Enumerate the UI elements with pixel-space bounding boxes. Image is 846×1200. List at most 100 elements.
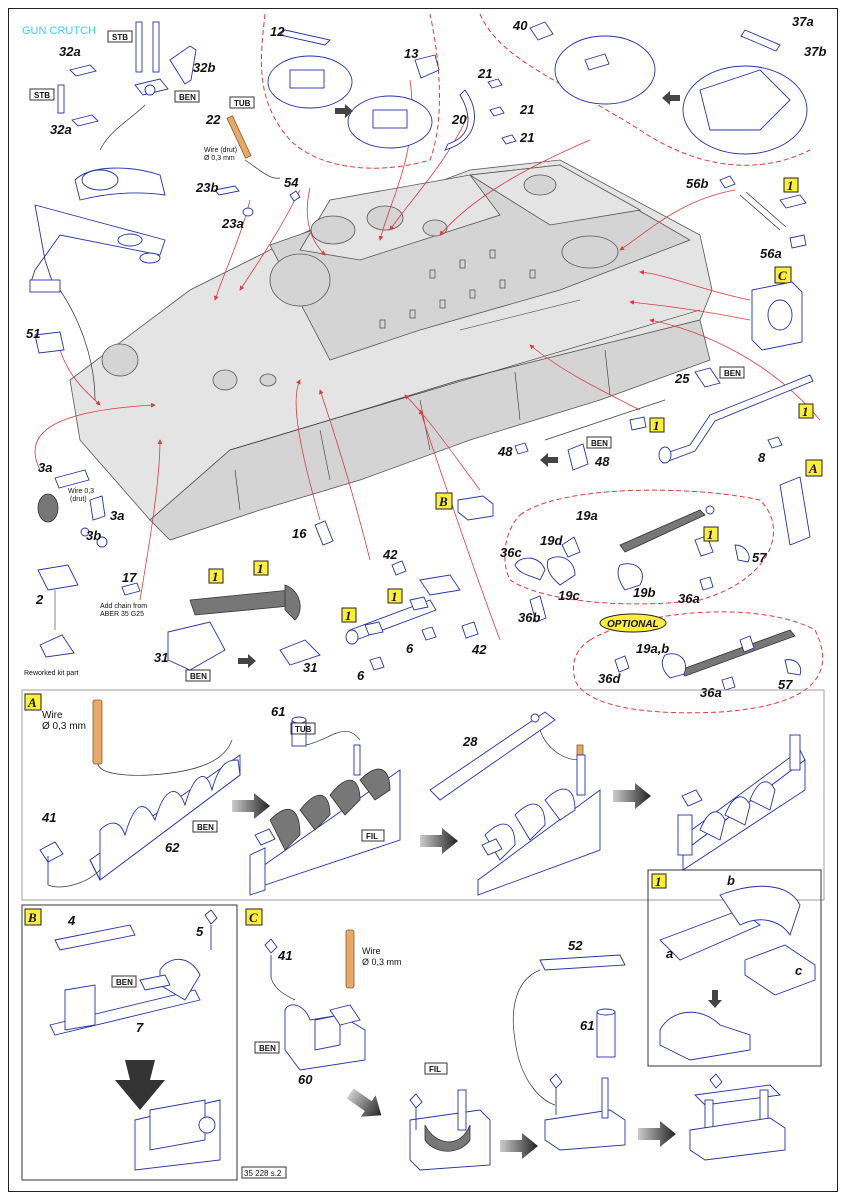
part-label: b xyxy=(727,873,735,888)
part-label: 61 xyxy=(580,1018,594,1033)
section-a-frame xyxy=(21,689,825,901)
ben-tag: BEN xyxy=(254,1041,280,1054)
step-marker-1: 1 xyxy=(798,403,814,419)
svg-text:FIL: FIL xyxy=(429,1065,441,1074)
part-label: c xyxy=(795,963,803,978)
svg-text:STB: STB xyxy=(34,91,50,100)
part-21 xyxy=(501,134,517,145)
wire-note: Ø 0,3 mm xyxy=(42,721,86,732)
chain-note: ABER 35 G25 xyxy=(100,611,144,618)
part-label: 48 xyxy=(497,444,513,459)
part-56-group xyxy=(719,175,807,249)
step-a2-drawing xyxy=(249,716,401,896)
svg-text:1: 1 xyxy=(257,561,264,576)
big-step-arrow xyxy=(346,1088,382,1117)
section-a-marker: A xyxy=(24,693,42,711)
part-20 xyxy=(444,89,475,151)
part-label: 36c xyxy=(500,545,522,560)
hull-drawing xyxy=(69,159,713,541)
ben-tag: BEN xyxy=(586,436,612,449)
part-label: 57 xyxy=(778,677,793,692)
part-21 xyxy=(489,106,505,117)
part-label: 37a xyxy=(792,14,814,29)
step-arrow xyxy=(335,104,353,118)
part-label: 21 xyxy=(519,102,534,117)
part-label: 56a xyxy=(760,246,782,261)
svg-text:C: C xyxy=(249,910,258,925)
part-51 xyxy=(34,331,65,354)
big-step-arrow xyxy=(420,828,458,854)
step-a4-drawing xyxy=(677,734,806,871)
part-label: 12 xyxy=(270,24,285,39)
part-label: 28 xyxy=(462,734,478,749)
part-label: 7 xyxy=(136,1020,144,1035)
part-25 xyxy=(694,367,721,388)
part-label: 8 xyxy=(758,450,766,465)
step-marker-1: 1 xyxy=(783,177,799,193)
wire-note: Wire xyxy=(42,710,63,721)
part-label: 31 xyxy=(154,650,168,665)
part-label: 3a xyxy=(110,508,124,523)
part-label: 23a xyxy=(221,216,244,231)
page-code: 35 228 s.2 xyxy=(244,1169,282,1178)
part-label: 51 xyxy=(26,326,40,341)
svg-text:A: A xyxy=(808,461,818,476)
part-label: 42 xyxy=(471,642,487,657)
part-label: 32a xyxy=(59,44,81,59)
part-label: 62 xyxy=(165,840,180,855)
part-label: 19b xyxy=(633,585,655,600)
svg-text:1: 1 xyxy=(345,608,352,623)
part-label: 17 xyxy=(122,570,137,585)
step-arrow xyxy=(662,91,680,105)
big-step-arrow xyxy=(638,1121,676,1147)
big-step-arrow xyxy=(500,1133,538,1159)
part-label: 42 xyxy=(382,547,398,562)
instruction-sheet xyxy=(8,8,838,1192)
svg-text:STB: STB xyxy=(112,33,128,42)
wire-note: Ø 0,3 mm xyxy=(362,957,402,967)
part-label: 21 xyxy=(477,66,492,81)
svg-text:BEN: BEN xyxy=(724,369,741,378)
ben-tag: BEN xyxy=(719,366,745,379)
svg-text:OPTIONAL: OPTIONAL xyxy=(607,619,659,630)
part-label: 5 xyxy=(196,924,204,939)
crutch-c-mini xyxy=(751,281,803,351)
part-17 xyxy=(121,582,141,596)
hatch-region-outline-2 xyxy=(479,13,811,166)
part-label: 36d xyxy=(598,671,621,686)
svg-text:1: 1 xyxy=(653,418,660,433)
part-label: a xyxy=(666,946,673,961)
part-label: 41 xyxy=(277,948,292,963)
hatch-region-outline xyxy=(260,13,440,169)
part-label: 32b xyxy=(193,60,215,75)
part-label: 19a,b xyxy=(636,641,669,656)
svg-text:B: B xyxy=(438,494,448,509)
part-8 xyxy=(767,436,783,449)
step-a3-drawing xyxy=(429,711,601,896)
stb-tag: STB xyxy=(107,30,133,43)
ben-tag: BEN xyxy=(174,90,200,103)
step-marker-1: 1 xyxy=(703,526,719,542)
part-label: 31 xyxy=(303,660,317,675)
optional-badge: OPTIONAL xyxy=(599,613,667,633)
part-label: 6 xyxy=(357,668,365,683)
svg-text:BEN: BEN xyxy=(197,823,214,832)
section-1-frame xyxy=(647,869,822,1067)
step-c3-drawing xyxy=(512,954,626,1151)
svg-text:1: 1 xyxy=(391,589,398,604)
step-marker-c: C xyxy=(774,266,792,284)
part-3-group xyxy=(37,469,108,658)
svg-text:TUB: TUB xyxy=(234,99,251,108)
part-label: 13 xyxy=(404,46,419,61)
crutch-b-mini xyxy=(457,495,494,521)
part-label: 3b xyxy=(86,528,101,543)
antenna-rod xyxy=(544,399,666,441)
wire-note: (drut) xyxy=(70,496,87,503)
tub-tag: TUB xyxy=(290,722,316,735)
part-label: 21 xyxy=(519,130,534,145)
part-42-6-group: 1 1 xyxy=(341,560,479,671)
svg-text:B: B xyxy=(27,910,37,925)
part-16 xyxy=(314,520,334,546)
part-label: 36a xyxy=(700,685,722,700)
